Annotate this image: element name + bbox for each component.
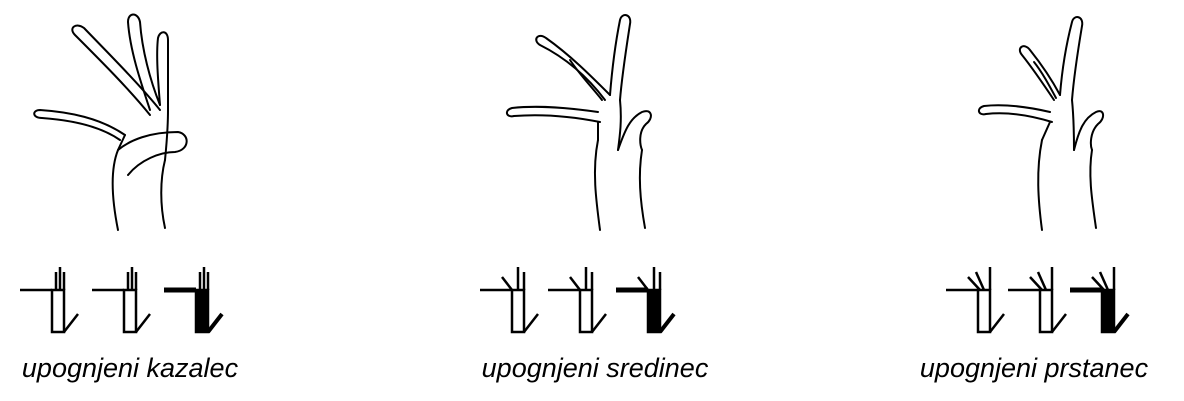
panel-bent-ring: upognjeni prstanec xyxy=(884,0,1184,401)
hand-bent-ring-illustration xyxy=(884,0,1184,240)
caption-bent-index: upognjeni kazalec xyxy=(0,353,280,384)
symbol-row-middle xyxy=(480,262,720,342)
notation-symbol-open xyxy=(946,267,1004,332)
notation-symbol-open xyxy=(92,267,150,332)
notation-symbol-filled xyxy=(616,267,674,332)
caption-bent-middle: upognjeni sredinec xyxy=(445,353,745,384)
hand-bent-middle-illustration xyxy=(440,0,740,240)
hand-bent-index-illustration xyxy=(0,0,300,240)
panel-bent-index: upognjeni kazalec xyxy=(0,0,300,401)
panel-bent-middle: upognjeni sredinec xyxy=(440,0,740,401)
notation-symbol-open xyxy=(1008,267,1066,332)
notation-symbol-filled xyxy=(1070,267,1128,332)
notation-symbol-open xyxy=(548,267,606,332)
notation-symbol-open xyxy=(20,267,78,332)
notation-symbol-open xyxy=(480,267,538,332)
symbol-row-ring xyxy=(946,262,1184,342)
symbol-row-index xyxy=(20,262,260,342)
notation-symbol-filled xyxy=(164,267,222,332)
caption-bent-ring: upognjeni prstanec xyxy=(884,353,1184,384)
